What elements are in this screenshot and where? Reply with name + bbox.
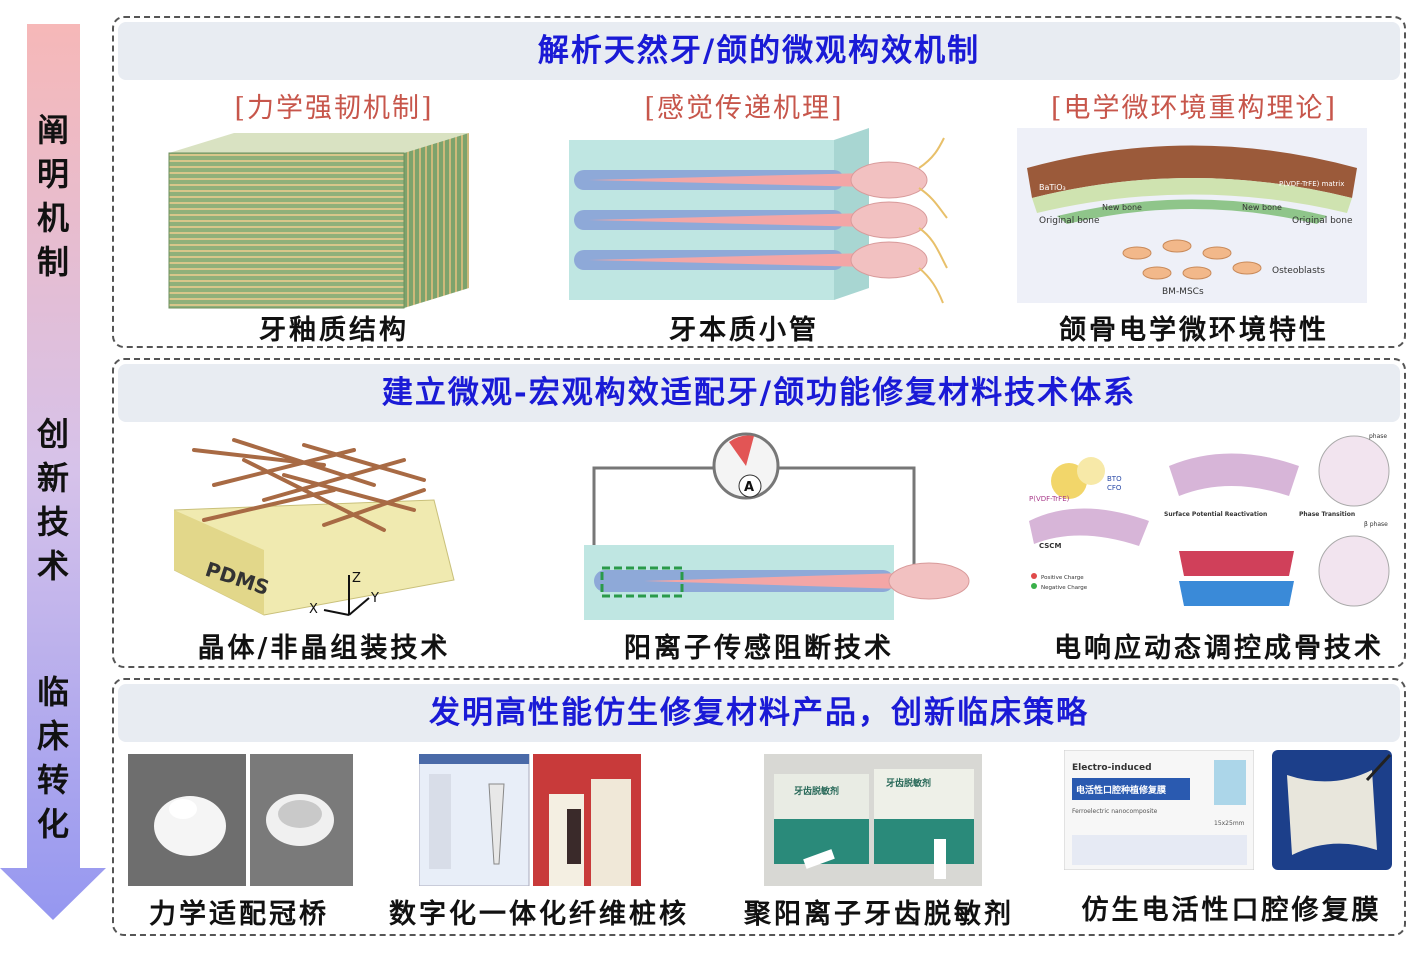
- side-label-mechanism: 阐明机制: [36, 111, 69, 281]
- new-bone-right-label: New bone: [1242, 203, 1282, 212]
- cscm-label: CSCM: [1039, 542, 1061, 550]
- fiber-post-photo: [419, 754, 641, 886]
- cation-blocking-image: A: [584, 432, 970, 620]
- caption-crystal: 晶体/非晶组装技术: [197, 633, 451, 664]
- matrix-label: P(VDF-TrFE) matrix: [1279, 180, 1344, 188]
- subtitle-mechanical: [力学强韧机制]: [234, 93, 434, 124]
- panel-mechanism: 解析天然牙/颌的微观构效机制 [力学强韧机制] [感觉传递机理] [电学微环境重…: [112, 16, 1406, 348]
- axis-z-label: Z: [352, 571, 361, 586]
- ammeter-label: A: [744, 480, 754, 495]
- membrane-size: 15x25mm: [1214, 820, 1245, 827]
- caption-electro: 电响应动态调控成骨技术: [1054, 633, 1384, 664]
- progress-arrow: [0, 0, 110, 953]
- panel-clinical: 发明高性能仿生修复材料产品，创新临床策略 牙齿脱敏剂 牙齿脱敏剂 Electro…: [112, 678, 1406, 936]
- box-brand-left: 牙齿脱敏剂: [794, 785, 839, 797]
- subtitle-electrical: [电学微环境重构理论]: [1050, 93, 1338, 124]
- original-bone-left-label: Original bone: [1039, 216, 1100, 226]
- pvdf-label: P(VDF-TrFE): [1029, 495, 1070, 503]
- membrane-photo: [1272, 750, 1392, 870]
- dentinal-tubules-image: [569, 128, 948, 304]
- caption-dentin: 牙本质小管: [669, 315, 819, 346]
- subtitle-sensory: [感觉传递机理]: [644, 93, 844, 124]
- cfo-label: CFO: [1107, 484, 1122, 492]
- crystal-assembly-image: PDMS Z X Y: [174, 438, 455, 617]
- axis-x-label: X: [309, 602, 318, 617]
- enamel-structure-image: [168, 133, 469, 309]
- membrane-en-title: Electro-induced: [1072, 763, 1152, 773]
- caption-crown: 力学适配冠桥: [149, 899, 329, 930]
- caption-enamel: 牙釉质结构: [259, 315, 409, 346]
- membrane-subtitle: Ferroelectric nanocomposite: [1072, 808, 1158, 815]
- osteoblasts-label: Osteoblasts: [1272, 266, 1325, 276]
- caption-membrane: 仿生电活性口腔修复膜: [1081, 895, 1382, 926]
- caption-fiber-post: 数字化一体化纤维桩核: [389, 899, 689, 930]
- desensitizer-product-photo: 牙齿脱敏剂 牙齿脱敏剂: [764, 754, 982, 886]
- caption-jaw-bone: 颌骨电学微环境特性: [1059, 315, 1329, 346]
- electro-osteogenesis-image: BTO CFO P(VDF-TrFE) CSCM Surface Potenti…: [1029, 426, 1399, 631]
- panel-technology: 建立微观-宏观构效适配牙/颌功能修复材料技术体系 PDMS Z X Y: [112, 358, 1406, 668]
- electrical-microenvironment-image: BaTiO₃ P(VDF-TrFE) matrix Original bone …: [1017, 128, 1367, 303]
- box-brand-right: 牙齿脱敏剂: [886, 777, 931, 789]
- caption-desensitizer: 聚阳离子牙齿脱敏剂: [744, 899, 1014, 930]
- panel-clinical-title: 发明高性能仿生修复材料产品，创新临床策略: [118, 684, 1400, 742]
- axis-y-label: Y: [370, 591, 379, 606]
- caption-cation: 阳离子传感阻断技术: [624, 633, 894, 664]
- panel-mechanism-title: 解析天然牙/颌的微观构效机制: [118, 22, 1400, 80]
- crown-bridge-photo: [128, 754, 353, 886]
- positive-charge-label: Positive Charge: [1041, 575, 1084, 581]
- bto-label: BTO: [1107, 475, 1122, 483]
- surface-potential-label: Surface Potential Reactivation: [1164, 511, 1267, 518]
- side-label-innovation: 创新技术: [36, 415, 69, 585]
- beta-phase-label: β phase: [1364, 521, 1388, 528]
- phase-transition-label: Phase Transition: [1299, 511, 1355, 518]
- batio3-label: BaTiO₃: [1039, 183, 1066, 192]
- side-label-clinical: 临床转化: [36, 673, 69, 843]
- membrane-cn-title: 电活性口腔种植修复膜: [1076, 784, 1167, 796]
- original-bone-right-label: Original bone: [1292, 216, 1353, 226]
- membrane-package-photo: Electro-induced 电活性口腔种植修复膜 Ferroelectric…: [1064, 750, 1254, 870]
- arrow-graphic: [0, 24, 106, 920]
- phase-label: phase: [1369, 433, 1387, 440]
- new-bone-left-label: New bone: [1102, 203, 1142, 212]
- bm-mscs-label: BM-MSCs: [1162, 287, 1204, 297]
- negative-charge-label: Negative Charge: [1041, 585, 1088, 591]
- panel-technology-title: 建立微观-宏观构效适配牙/颌功能修复材料技术体系: [118, 364, 1400, 422]
